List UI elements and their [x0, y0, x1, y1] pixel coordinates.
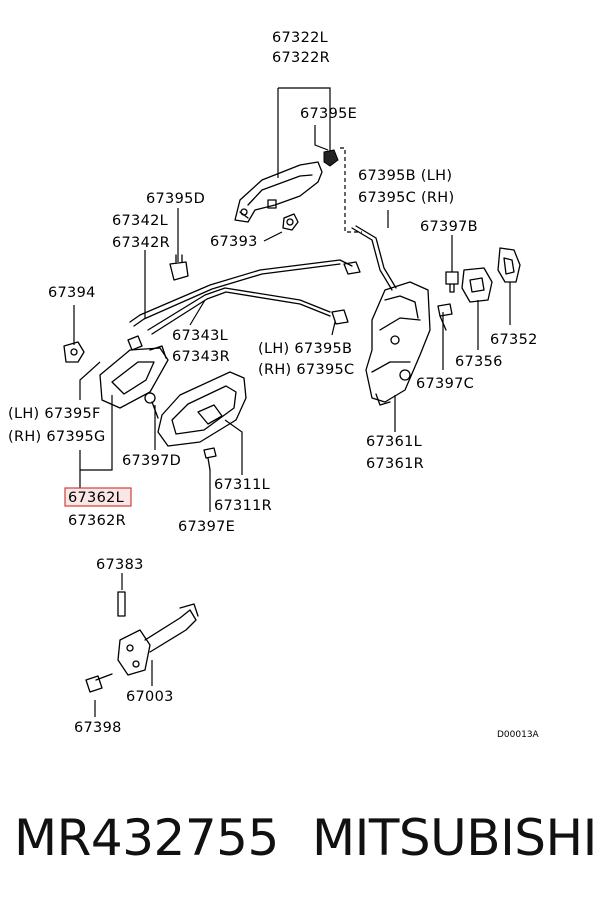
screw-67397d-drawing — [144, 392, 159, 419]
label-67395d: 67395D — [146, 191, 205, 207]
part-labels: 67322L 67322R 67395E 67395B (LH) 67395C … — [8, 30, 540, 740]
clip-67394-drawing — [63, 341, 85, 363]
label-67393: 67393 — [210, 234, 258, 250]
label-67322l: 67322L — [272, 30, 328, 46]
label-67394: 67394 — [48, 285, 96, 301]
label-67395c-mid: (RH) 67395C — [258, 362, 354, 378]
label-67395b-top: 67395B (LH) — [358, 168, 452, 184]
label-67362l: 67362L — [68, 490, 124, 506]
label-67395g: (RH) 67395G — [8, 429, 106, 445]
pin-67383-drawing — [117, 591, 126, 617]
label-67362r: 67362R — [68, 513, 126, 529]
cover-67311-drawing — [157, 371, 247, 447]
label-67397e: 67397E — [178, 519, 235, 535]
link-rods-drawing — [129, 225, 397, 335]
label-67395f: (LH) 67395F — [8, 406, 101, 422]
label-67397b: 67397B — [420, 219, 478, 235]
label-67311r: 67311R — [214, 498, 272, 514]
clip-67395d-drawing — [169, 254, 189, 281]
label-67395c-top: 67395C (RH) — [358, 190, 454, 206]
striker-67356-drawing — [461, 267, 493, 303]
label-67356: 67356 — [455, 354, 503, 370]
screw-67397c-drawing — [437, 303, 453, 331]
rod-clip-drawing — [331, 261, 361, 325]
label-67342l: 67342L — [112, 213, 168, 229]
label-67361l: 67361L — [366, 434, 422, 450]
label-67395e: 67395E — [300, 106, 357, 122]
label-67383: 67383 — [96, 557, 144, 573]
bolt-67398-drawing — [85, 673, 113, 693]
bracket-67352-drawing — [497, 247, 521, 283]
label-67397c: 67397C — [416, 376, 474, 392]
label-67311l: 67311L — [214, 477, 270, 493]
label-67343r: 67343R — [172, 349, 230, 365]
footer: MR432755 MITSUBISHI — [0, 800, 600, 880]
label-67395b-mid: (LH) 67395B — [258, 341, 352, 357]
drawing-code: D00013A — [497, 730, 540, 740]
label-67322r: 67322R — [272, 50, 330, 66]
bolt-67397b-drawing — [445, 271, 459, 293]
highlight-box — [64, 487, 132, 507]
label-67352: 67352 — [490, 332, 538, 348]
clip-67395e-drawing — [323, 149, 339, 167]
door-lock-drawing — [365, 281, 431, 406]
label-67342r: 67342R — [112, 235, 170, 251]
label-67398: 67398 — [74, 720, 122, 736]
label-67343l: 67343L — [172, 328, 228, 344]
label-67003: 67003 — [126, 689, 174, 705]
brand-name: MITSUBISHI — [312, 809, 597, 867]
nut-67393-drawing — [282, 213, 299, 231]
leader-lines — [73, 87, 511, 717]
part-number: MR432755 — [14, 809, 279, 867]
label-67361r: 67361R — [366, 456, 424, 472]
label-67397d: 67397D — [122, 453, 181, 469]
outside-handle-drawing — [234, 161, 323, 223]
door-check-drawing — [117, 603, 199, 676]
inside-handle-drawing — [99, 335, 169, 409]
screw-67397e-drawing — [203, 447, 217, 471]
